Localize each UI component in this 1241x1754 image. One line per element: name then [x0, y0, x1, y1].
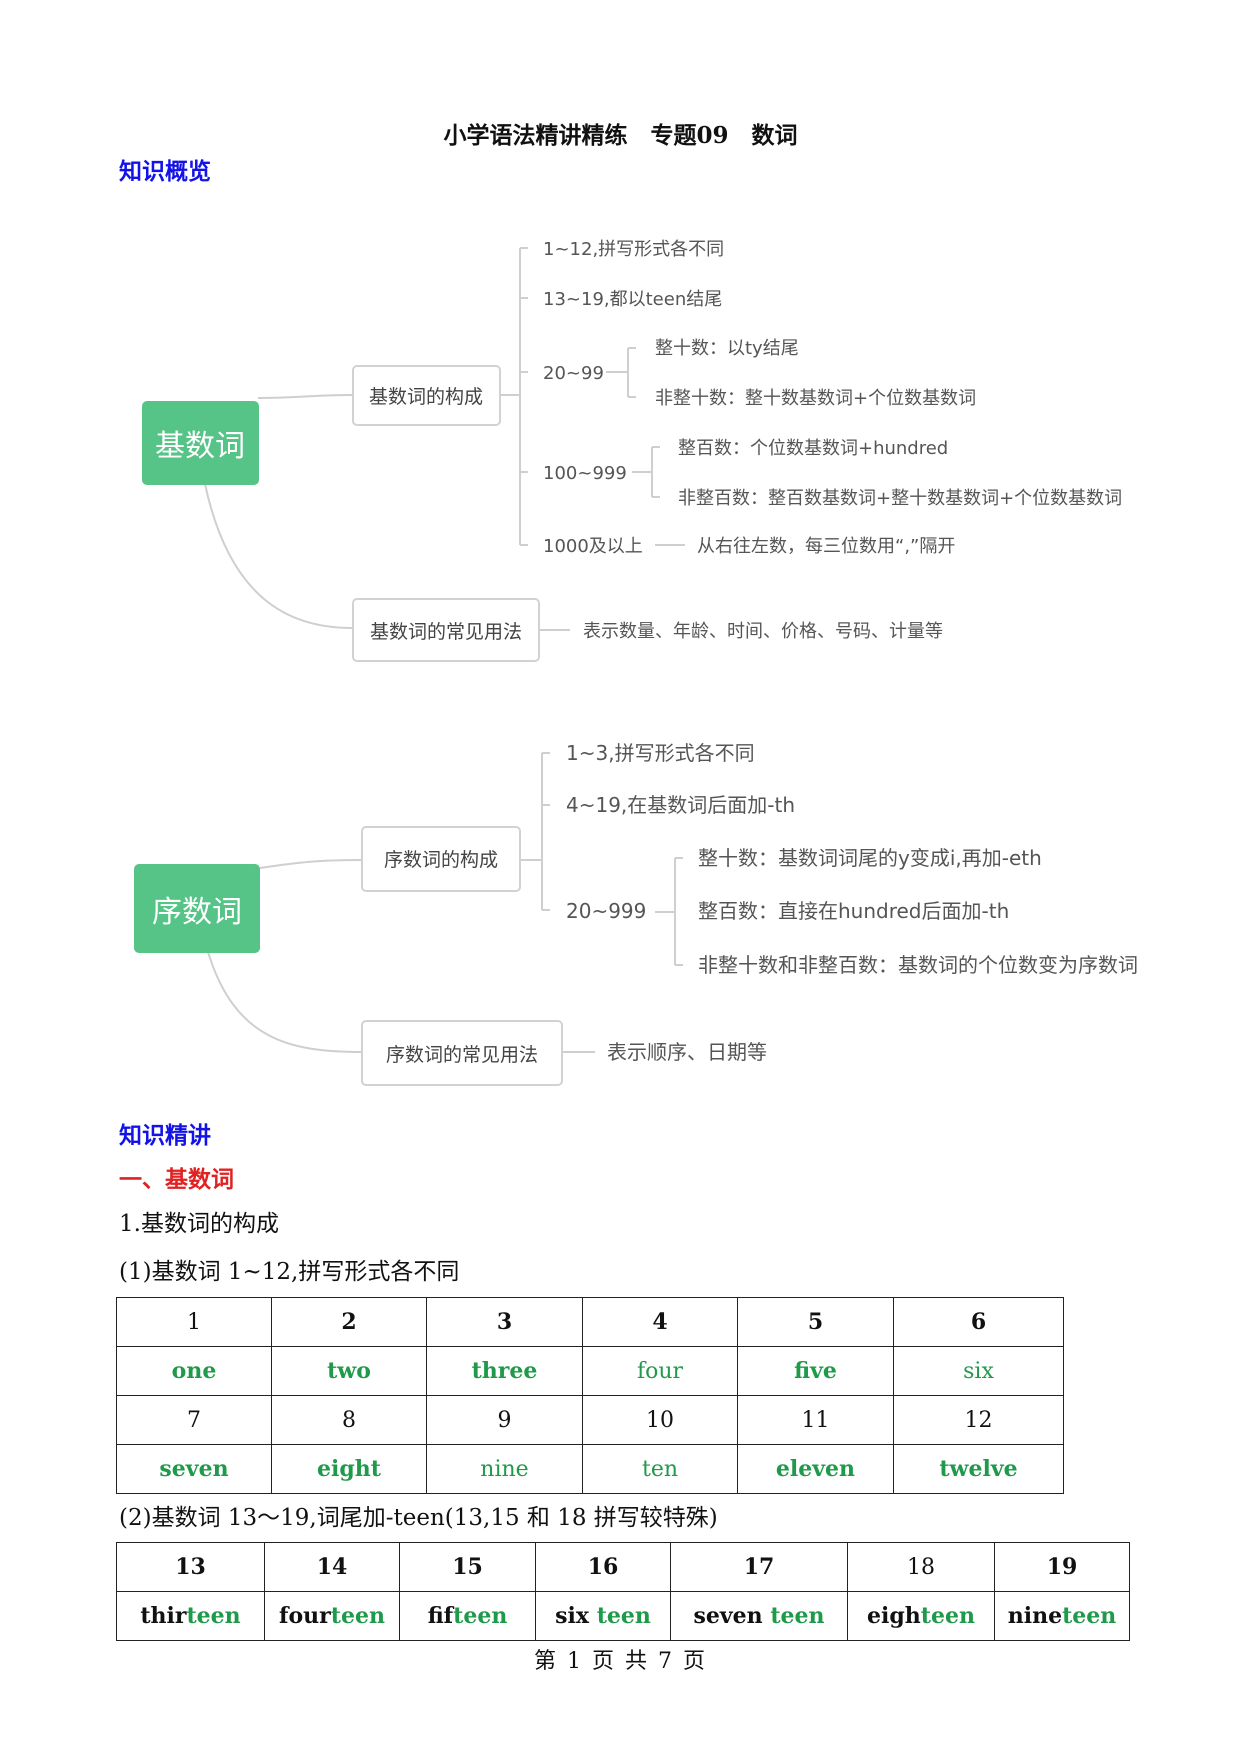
table-cell: nine	[426, 1444, 583, 1494]
node-a3: 20~99	[543, 363, 604, 384]
word-stem: eigh	[867, 1603, 921, 1629]
table-cell: 5	[737, 1297, 894, 1347]
word-stem: nine	[1007, 1603, 1063, 1629]
word-stem: fif	[427, 1603, 454, 1629]
page-footer: 第 1 页 共 7 页	[534, 1649, 707, 1674]
overview-heading: 知识概览	[119, 158, 211, 185]
node-a4-2: 非整百数：整百数基数词+整十数基数词+个位数基数词	[678, 488, 1122, 509]
table-cell: 3	[426, 1297, 583, 1347]
branch-cardinal-formation: 基数词的构成	[369, 386, 483, 408]
word-stem: seven	[693, 1603, 771, 1629]
table-row: 1 2 3 4 5 6	[116, 1297, 1064, 1347]
table-cell: 9	[426, 1395, 583, 1445]
root-cardinal-label: 基数词	[155, 429, 245, 464]
rule-13-19: (2)基数词 13～19,词尾加-teen(13,15 和 18 拼写较特殊)	[119, 1505, 718, 1531]
table-cell: ten	[582, 1444, 738, 1494]
node2-a3: 20~999	[566, 899, 646, 923]
table-cell: 13	[116, 1542, 265, 1592]
table-cell: three	[426, 1346, 583, 1396]
word-suffix: teen	[453, 1603, 508, 1629]
table-cell: 15	[399, 1542, 536, 1592]
word-stem: thir	[140, 1603, 187, 1629]
table-cell: seven	[116, 1444, 272, 1494]
table-cell: thirteen	[116, 1591, 265, 1641]
detail-heading: 知识精讲	[119, 1122, 211, 1149]
node-a4-1: 整百数：个位数基数词+hundred	[678, 438, 948, 459]
table-cell: fourteen	[264, 1591, 400, 1641]
branch-cardinal-usage: 基数词的常见用法	[370, 621, 522, 643]
table-cell: 6	[893, 1297, 1064, 1347]
node2-a1: 1~3,拼写形式各不同	[566, 741, 755, 765]
table-cell: five	[737, 1346, 894, 1396]
table-cell: 1	[116, 1297, 272, 1347]
word-suffix: teen	[186, 1603, 241, 1629]
table-cell: 8	[271, 1395, 427, 1445]
table-cell: 4	[582, 1297, 738, 1347]
word-suffix: teen	[770, 1603, 825, 1629]
node-a5: 1000及以上	[543, 536, 643, 557]
node2-a3-2: 整百数：直接在hundred后面加-th	[698, 899, 1009, 923]
table-row: one two three four five six	[116, 1346, 1064, 1396]
word-suffix: teen	[330, 1603, 385, 1629]
table-cell: 7	[116, 1395, 272, 1445]
node2-a3-3: 非整十数和非整百数：基数词的个位数变为序数词	[698, 953, 1138, 977]
table-cell: twelve	[893, 1444, 1064, 1494]
word-suffix: teen	[596, 1603, 651, 1629]
table-cell: 19	[994, 1542, 1130, 1592]
word-stem: six	[555, 1603, 597, 1629]
table-cell: 10	[582, 1395, 738, 1445]
node-a3-2: 非整十数：整十数基数词+个位数基数词	[655, 388, 976, 409]
table-cell: seven teen	[670, 1591, 848, 1641]
word-stem: four	[279, 1603, 331, 1629]
node2-a2: 4~19,在基数词后面加-th	[566, 793, 795, 817]
table-1-12: 1 2 3 4 5 6 one two three four five six …	[116, 1297, 1064, 1494]
node-a1: 1~12,拼写形式各不同	[543, 239, 724, 260]
table-cell: 18	[847, 1542, 995, 1592]
table-cell: eighteen	[847, 1591, 995, 1641]
table-cell: fifteen	[399, 1591, 536, 1641]
table-row: seven eight nine ten eleven twelve	[116, 1444, 1064, 1494]
table-cell: six	[893, 1346, 1064, 1396]
table-cell: nineteen	[994, 1591, 1130, 1641]
table-cell: 12	[893, 1395, 1064, 1445]
table-cell: 17	[670, 1542, 848, 1592]
node2-b1: 表示顺序、日期等	[607, 1040, 767, 1064]
root-node-cardinal	[142, 401, 259, 485]
node-a4: 100~999	[543, 463, 627, 484]
table-cell: one	[116, 1346, 272, 1396]
node2-a3-1: 整十数：基数词词尾的y变成i,再加-eth	[698, 846, 1042, 870]
table-13-19: 13 14 15 16 17 18 19 thirteen fourteen f…	[116, 1542, 1130, 1641]
root-node-ordinal	[134, 864, 260, 953]
word-suffix: teen	[920, 1603, 975, 1629]
node-a3-1: 整十数：以ty结尾	[655, 338, 799, 359]
branch-ordinal-formation: 序数词的构成	[384, 849, 498, 871]
rule-1-12: (1)基数词 1~12,拼写形式各不同	[119, 1259, 460, 1285]
table-cell: four	[582, 1346, 738, 1396]
table-row: 13 14 15 16 17 18 19	[116, 1542, 1130, 1592]
table-row: thirteen fourteen fifteen six teen seven…	[116, 1591, 1130, 1641]
section-cardinal-heading: 一、基数词	[119, 1166, 234, 1193]
subheading-formation: 1.基数词的构成	[119, 1211, 279, 1237]
table-cell: eleven	[737, 1444, 894, 1494]
table-cell: eight	[271, 1444, 427, 1494]
root-ordinal-label: 序数词	[152, 895, 242, 930]
table-cell: 11	[737, 1395, 894, 1445]
node-a2: 13~19,都以teen结尾	[543, 289, 722, 310]
word-suffix: teen	[1062, 1603, 1117, 1629]
table-cell: six teen	[535, 1591, 671, 1641]
page-title: 小学语法精讲精练 专题09 数词	[443, 122, 798, 149]
table-cell: 2	[271, 1297, 427, 1347]
node-a5-1: 从右往左数，每三位数用“,”隔开	[697, 536, 955, 557]
table-cell: 16	[535, 1542, 671, 1592]
branch-ordinal-usage: 序数词的常见用法	[386, 1044, 538, 1066]
table-row: 7 8 9 10 11 12	[116, 1395, 1064, 1445]
table-cell: two	[271, 1346, 427, 1396]
table-cell: 14	[264, 1542, 400, 1592]
node-b1: 表示数量、年龄、时间、价格、号码、计量等	[583, 621, 943, 642]
